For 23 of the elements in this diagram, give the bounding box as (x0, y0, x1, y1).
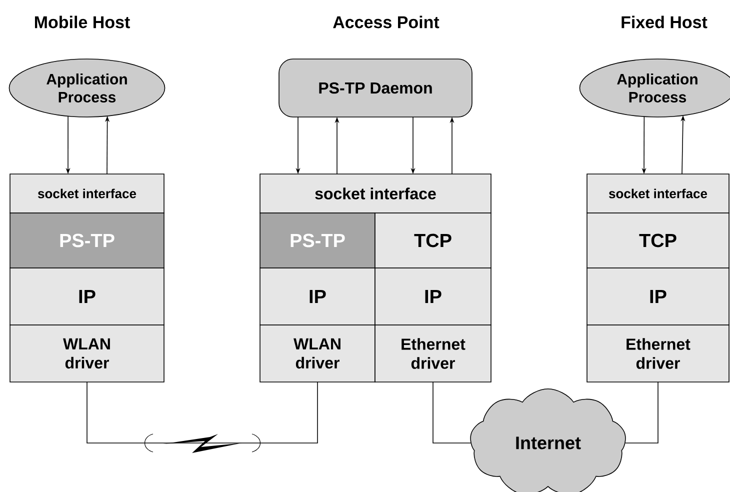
layer-box: TCP (586, 212, 730, 268)
internet-cloud: Internet (470, 388, 626, 492)
column-title: Fixed Host (622, 16, 708, 28)
layer-box: IP (10, 268, 164, 326)
column-title: Access Point (333, 16, 440, 28)
layer-box: IP (586, 268, 730, 326)
layer-box: WLAN driver (260, 324, 376, 382)
layer-box: socket interface (260, 174, 492, 214)
daemon-box: PS-TP Daemon (278, 58, 472, 118)
layer-box: Ethernet driver (374, 324, 492, 382)
link-line (86, 382, 318, 444)
layer-box: PS-TP (260, 212, 376, 268)
layer-box: PS-TP (10, 212, 164, 268)
layer-box: Ethernet driver (586, 324, 730, 382)
layer-box: socket interface (10, 174, 164, 214)
column-title: Mobile Host (35, 16, 130, 28)
layer-box: socket interface (586, 174, 730, 214)
layer-box: IP (374, 268, 492, 326)
layer-box: IP (260, 268, 376, 326)
link-line (432, 382, 472, 444)
layer-box: TCP (374, 212, 492, 268)
layer-box: WLAN driver (10, 324, 164, 382)
link-line (624, 382, 658, 444)
